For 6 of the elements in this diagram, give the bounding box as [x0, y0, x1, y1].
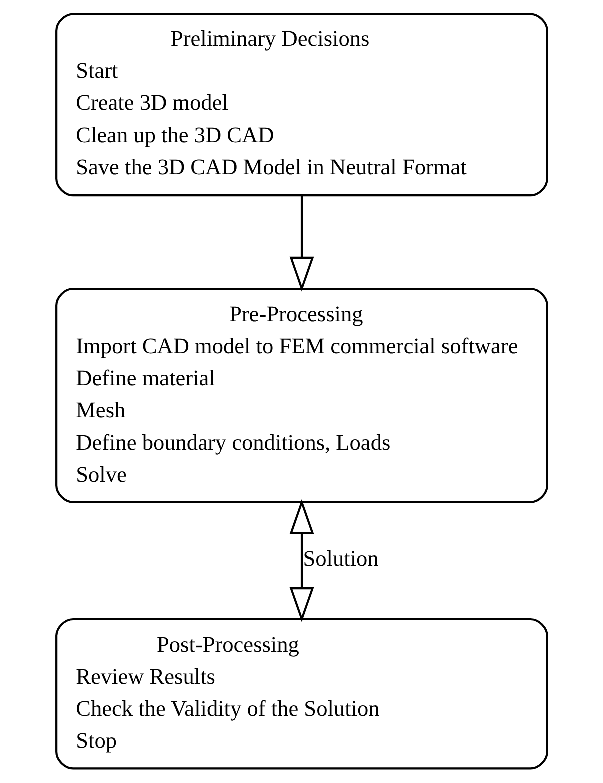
arrow	[289, 196, 314, 292]
edge-label: Solution	[302, 546, 378, 572]
node-box: Pre-Processing Import CAD model to FEM commercial software Define material Mesh Define boundary conditions, Loads Solve	[55, 288, 548, 504]
node-box: Post-Processing Review Results Check the Validity of the Solution Stop	[55, 618, 548, 770]
arrow	[289, 499, 314, 622]
node-box: Preliminary Decisions Start Create 3D model Clean up the 3D CAD Save the 3D CAD Model in Neutral Format	[55, 13, 548, 197]
